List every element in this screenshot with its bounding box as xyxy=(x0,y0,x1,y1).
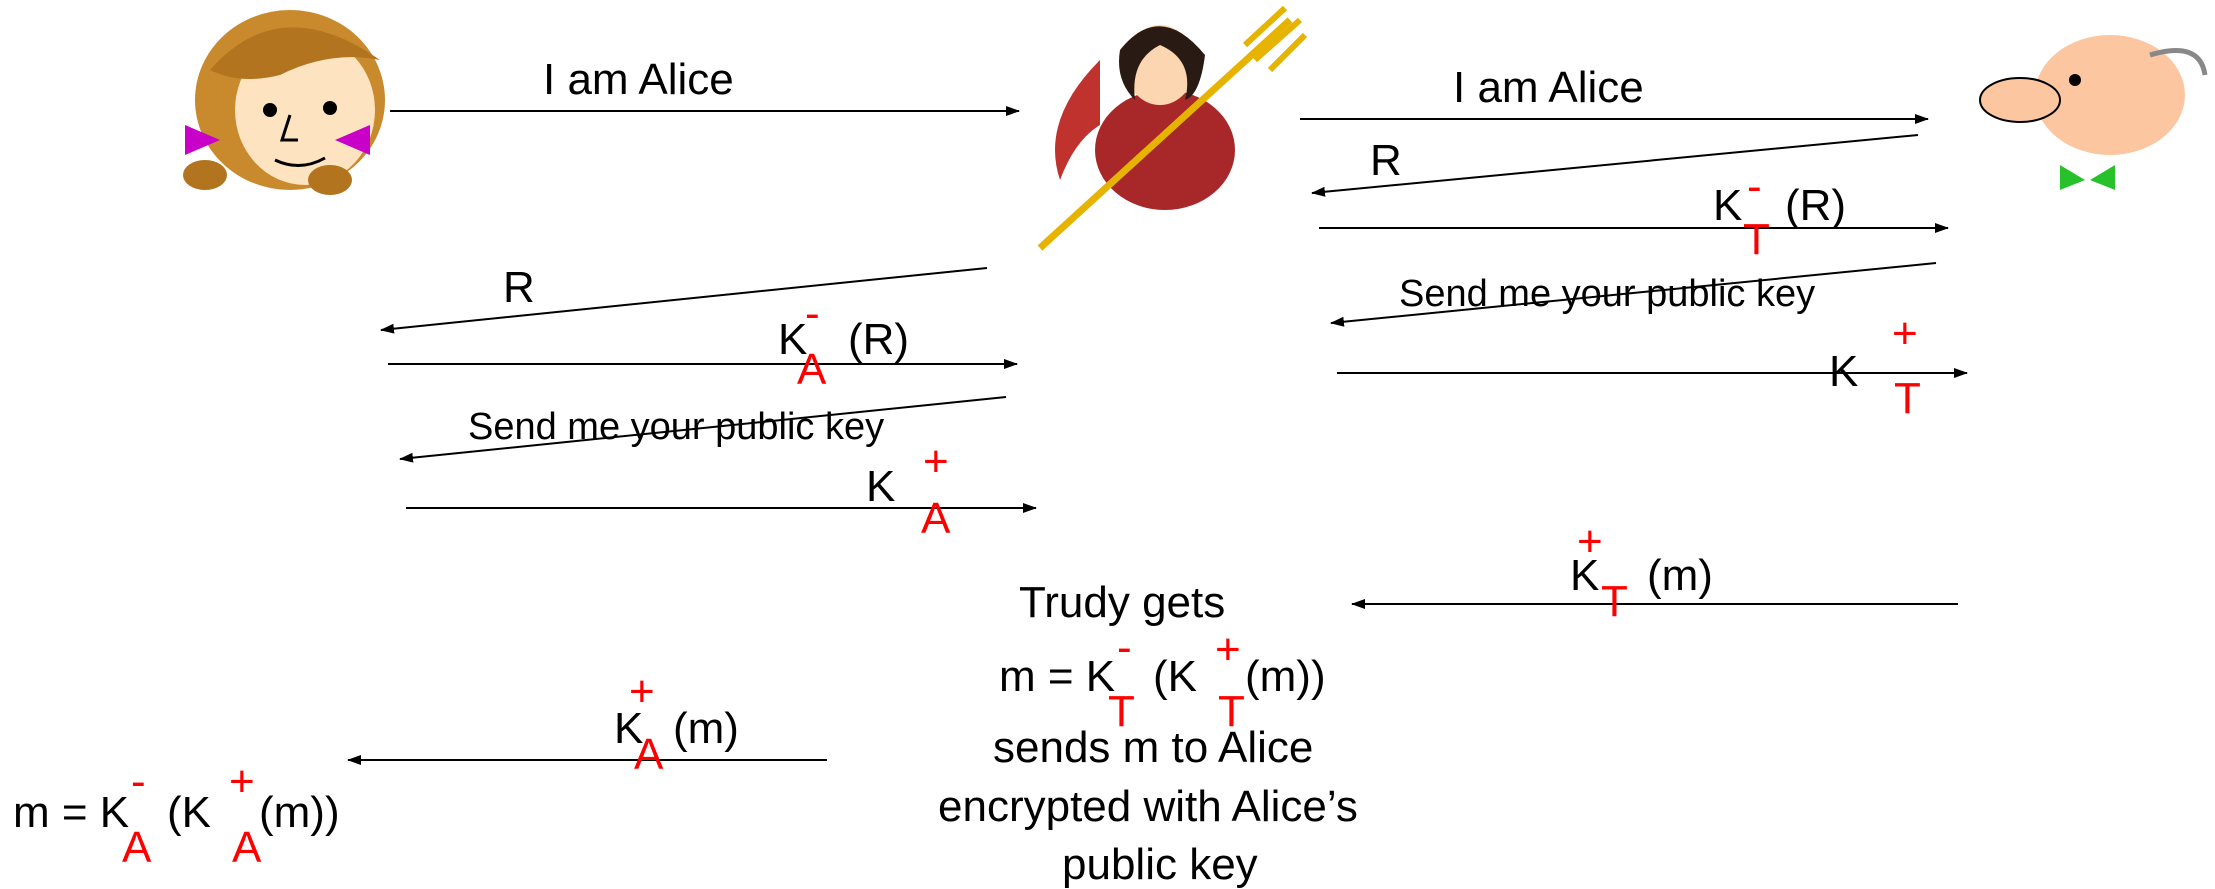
label-alice-reply-sup: - xyxy=(805,289,820,338)
trudy-note-eq-sup1: - xyxy=(1117,623,1132,672)
trudy-note-eq-mid: (K xyxy=(1153,652,1197,701)
label-alice-pubkey-sup: + xyxy=(923,437,949,486)
label-trudy-pubkey-K: K xyxy=(1829,347,1859,396)
alice-face-icon xyxy=(183,10,385,195)
label-trudy-R: R xyxy=(503,263,535,312)
label-trudy-msg-sub: A xyxy=(634,730,664,779)
label-alice-pubkey-K: K xyxy=(866,462,896,511)
alice-note-eq-sub2: A xyxy=(232,823,262,872)
trudy-note-eq-sub1: T xyxy=(1108,687,1135,736)
alice-note-eq-mid: (K xyxy=(167,788,211,837)
trudy-note-eq-left: m = K xyxy=(999,652,1116,701)
label-trudy-pubkey-sup: + xyxy=(1892,309,1918,358)
label-bob-sendkey: Send me your public key xyxy=(1399,273,1816,315)
arrow-trudy-to-alice-sendkey xyxy=(399,396,1007,463)
label-alice-reply-K: K xyxy=(778,315,808,364)
label-bob-msg-sub: T xyxy=(1601,577,1628,626)
label-trudy-pubkey-sub: T xyxy=(1894,374,1921,423)
bob-face-icon xyxy=(1979,35,2208,190)
trudy-note-eq-sup2: + xyxy=(1215,625,1241,674)
trudy-note-line1: Trudy gets xyxy=(1019,578,1226,627)
arrow-bob-to-trudy-sendkey xyxy=(1330,262,1937,327)
alice-note-eq-end: (m)) xyxy=(259,788,340,837)
arrow-trudy-to-alice-R xyxy=(380,267,988,334)
arrow-bob-to-trudy-R xyxy=(1311,134,1919,197)
label-trudy-iam: I am Alice xyxy=(1453,63,1644,112)
trudy-note-eq-end: (m)) xyxy=(1245,652,1326,701)
devil-with-pitchfork-icon xyxy=(1037,5,1308,251)
label-bob-msg-arg: (m) xyxy=(1647,551,1713,600)
label-alice-reply-arg: (R) xyxy=(848,315,910,364)
label-bob-msg-sup: + xyxy=(1577,517,1603,566)
label-trudy-reply-arg: (R) xyxy=(1785,181,1847,230)
alice-note-eq-left: m = K xyxy=(13,788,130,837)
label-alice-iam: I am Alice xyxy=(543,55,734,104)
alice-note-eq-sup1: - xyxy=(131,757,146,806)
trudy-note-line5: public key xyxy=(1062,840,1258,889)
label-bob-R: R xyxy=(1370,136,1402,185)
trudy-note-line4: encrypted with Alice’s xyxy=(938,782,1358,831)
label-trudy-reply-sub: T xyxy=(1743,215,1770,264)
trudy-note-line3: sends m to Alice xyxy=(993,723,1314,772)
label-trudy-msg-K: K xyxy=(614,704,644,753)
alice-note-eq-sub1: A xyxy=(122,823,152,872)
label-trudy-msg-sup: + xyxy=(629,667,655,716)
label-trudy-reply-sup: - xyxy=(1747,162,1762,211)
label-alice-reply-sub: A xyxy=(797,345,827,394)
label-trudy-reply-K: K xyxy=(1713,181,1743,230)
label-trudy-sendkey: Send me your public key xyxy=(468,406,885,448)
label-trudy-msg-arg: (m) xyxy=(673,704,739,753)
label-bob-msg-K: K xyxy=(1570,551,1600,600)
trudy-note-eq-sub2: T xyxy=(1218,687,1245,736)
label-alice-pubkey-sub: A xyxy=(921,494,951,543)
alice-note-eq-sup2: + xyxy=(229,757,255,806)
